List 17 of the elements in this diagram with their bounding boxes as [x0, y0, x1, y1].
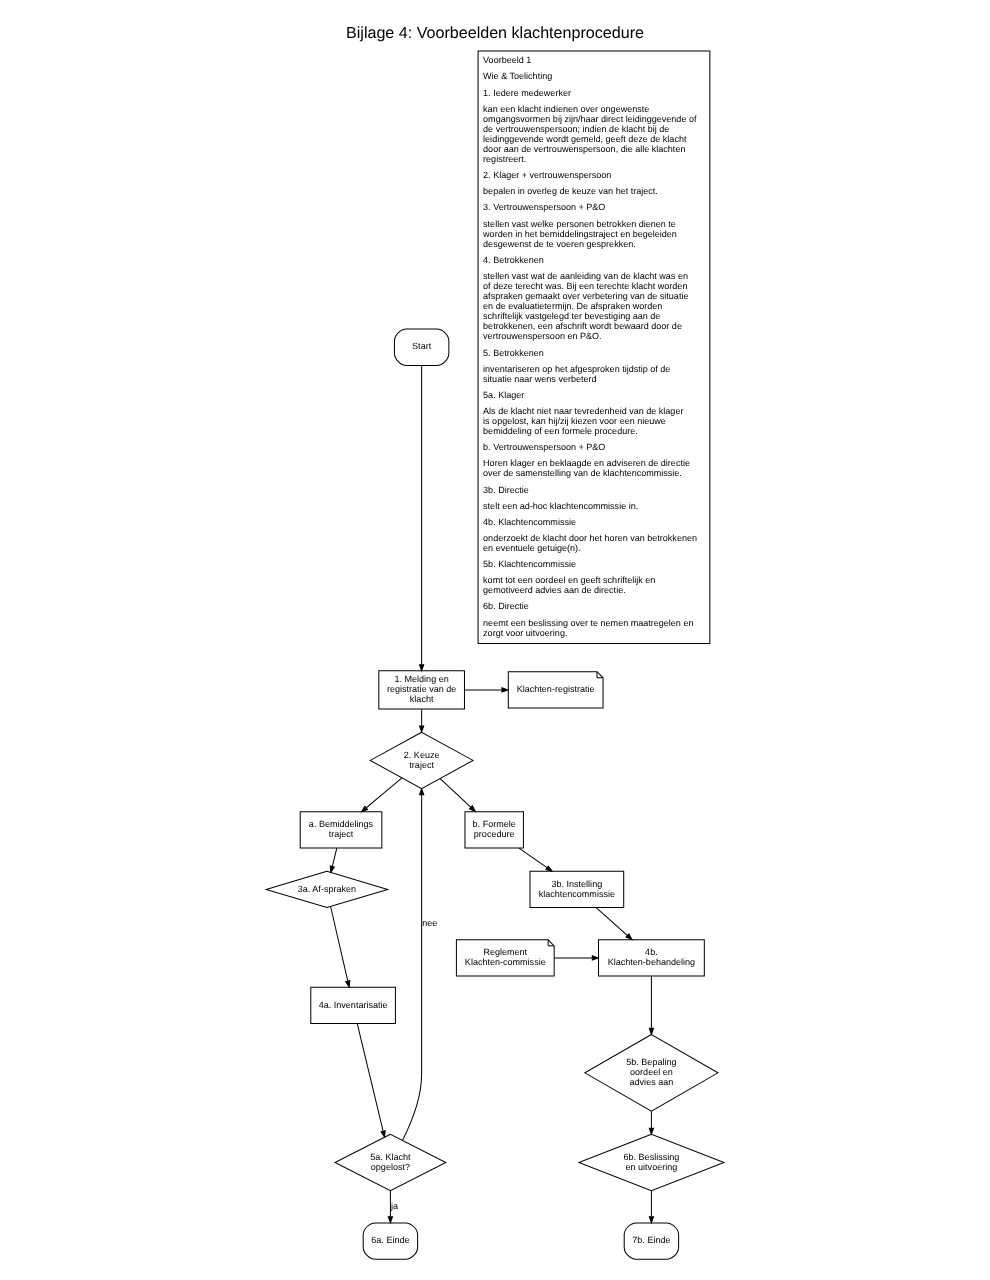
arrow [387, 1190, 394, 1225]
arrow [402, 787, 425, 1141]
arrow [329, 847, 338, 874]
diagram-title: Bijlage 4: Voorbeelden klachtenprocedure [346, 23, 644, 42]
arrow [439, 778, 477, 813]
arrow [356, 1023, 386, 1139]
arrow [464, 687, 510, 693]
arrow [648, 1110, 655, 1136]
arrow [648, 975, 655, 1036]
arrow [330, 906, 351, 989]
arrow [595, 907, 634, 941]
arrow [553, 955, 600, 961]
arrow [518, 847, 554, 873]
arrow [418, 365, 425, 673]
arrow [648, 1190, 655, 1225]
arrow [360, 777, 403, 813]
arrow [418, 708, 425, 734]
